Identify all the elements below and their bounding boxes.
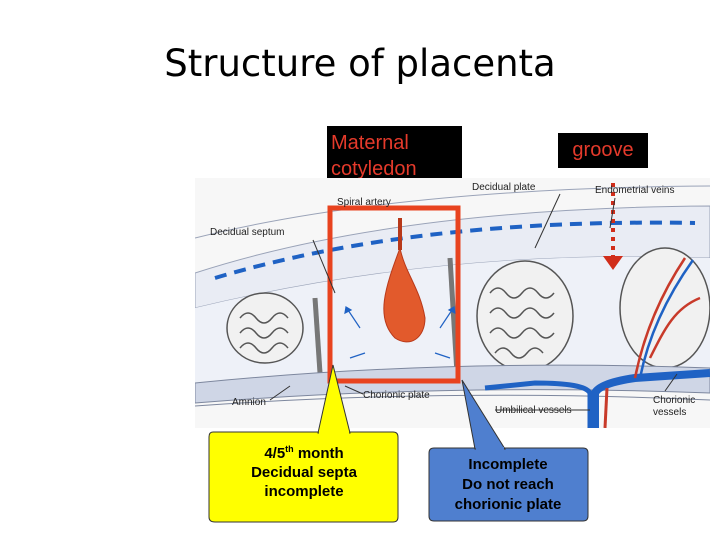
endometrial-vein-line [214,220,696,280]
groove-arrow [603,183,623,270]
label-chorionic-vessels: Chorionic vessels [653,395,698,418]
uterine-wall-line [195,185,710,239]
maternal-cotyledon-label: Maternal cotyledon [327,126,462,188]
page-title: Structure of placenta [164,42,556,85]
villous-tree-left [226,292,304,364]
blue-callout-pointer-join [476,447,504,451]
yellow-callout-line1: 4/5th month [264,444,343,462]
spiral-artery-jet [383,246,426,343]
blue-callout-line2: Do not reach [462,476,554,493]
yellow-callout-pointer [317,364,351,434]
cotyledon-highlight-frame [327,205,461,384]
label-decidual-plate: Decidual plate [472,182,536,193]
yellow-callout-box [208,431,399,523]
groove-label: groove [558,133,648,168]
placenta-diagram: Decidual plate Endometrial veins Spiral … [195,178,710,428]
yellow-callout-line3: incomplete [264,483,343,500]
label-endometrial-veins: Endometrial veins [595,185,674,196]
yellow-callout-line2: Decidual septa [251,464,358,481]
label-spiral-artery: Spiral artery [337,197,391,208]
chorionic-plate [195,364,710,404]
leader-lines [269,193,678,411]
blue-callout-pointer [461,379,506,450]
amnion-line [195,394,710,407]
blue-callout-box [428,447,589,522]
blue-callout-line3: chorionic plate [455,496,562,513]
circulation-arrows [344,306,456,359]
umbilical-vessels [484,257,710,428]
label-decidual-septum: Decidual septum [210,227,284,238]
label-amnion: Amnion [232,397,266,408]
label-chorionic-plate: Chorionic plate [363,390,430,401]
label-chorionic-vessels-line: Chorionic [653,395,695,406]
yellow-callout-pointer-join [319,431,349,435]
decidual-septum-left [312,297,323,374]
label-chorionic-vessels-line: vessels [653,407,686,418]
blue-callout-line1: Incomplete [468,456,547,473]
